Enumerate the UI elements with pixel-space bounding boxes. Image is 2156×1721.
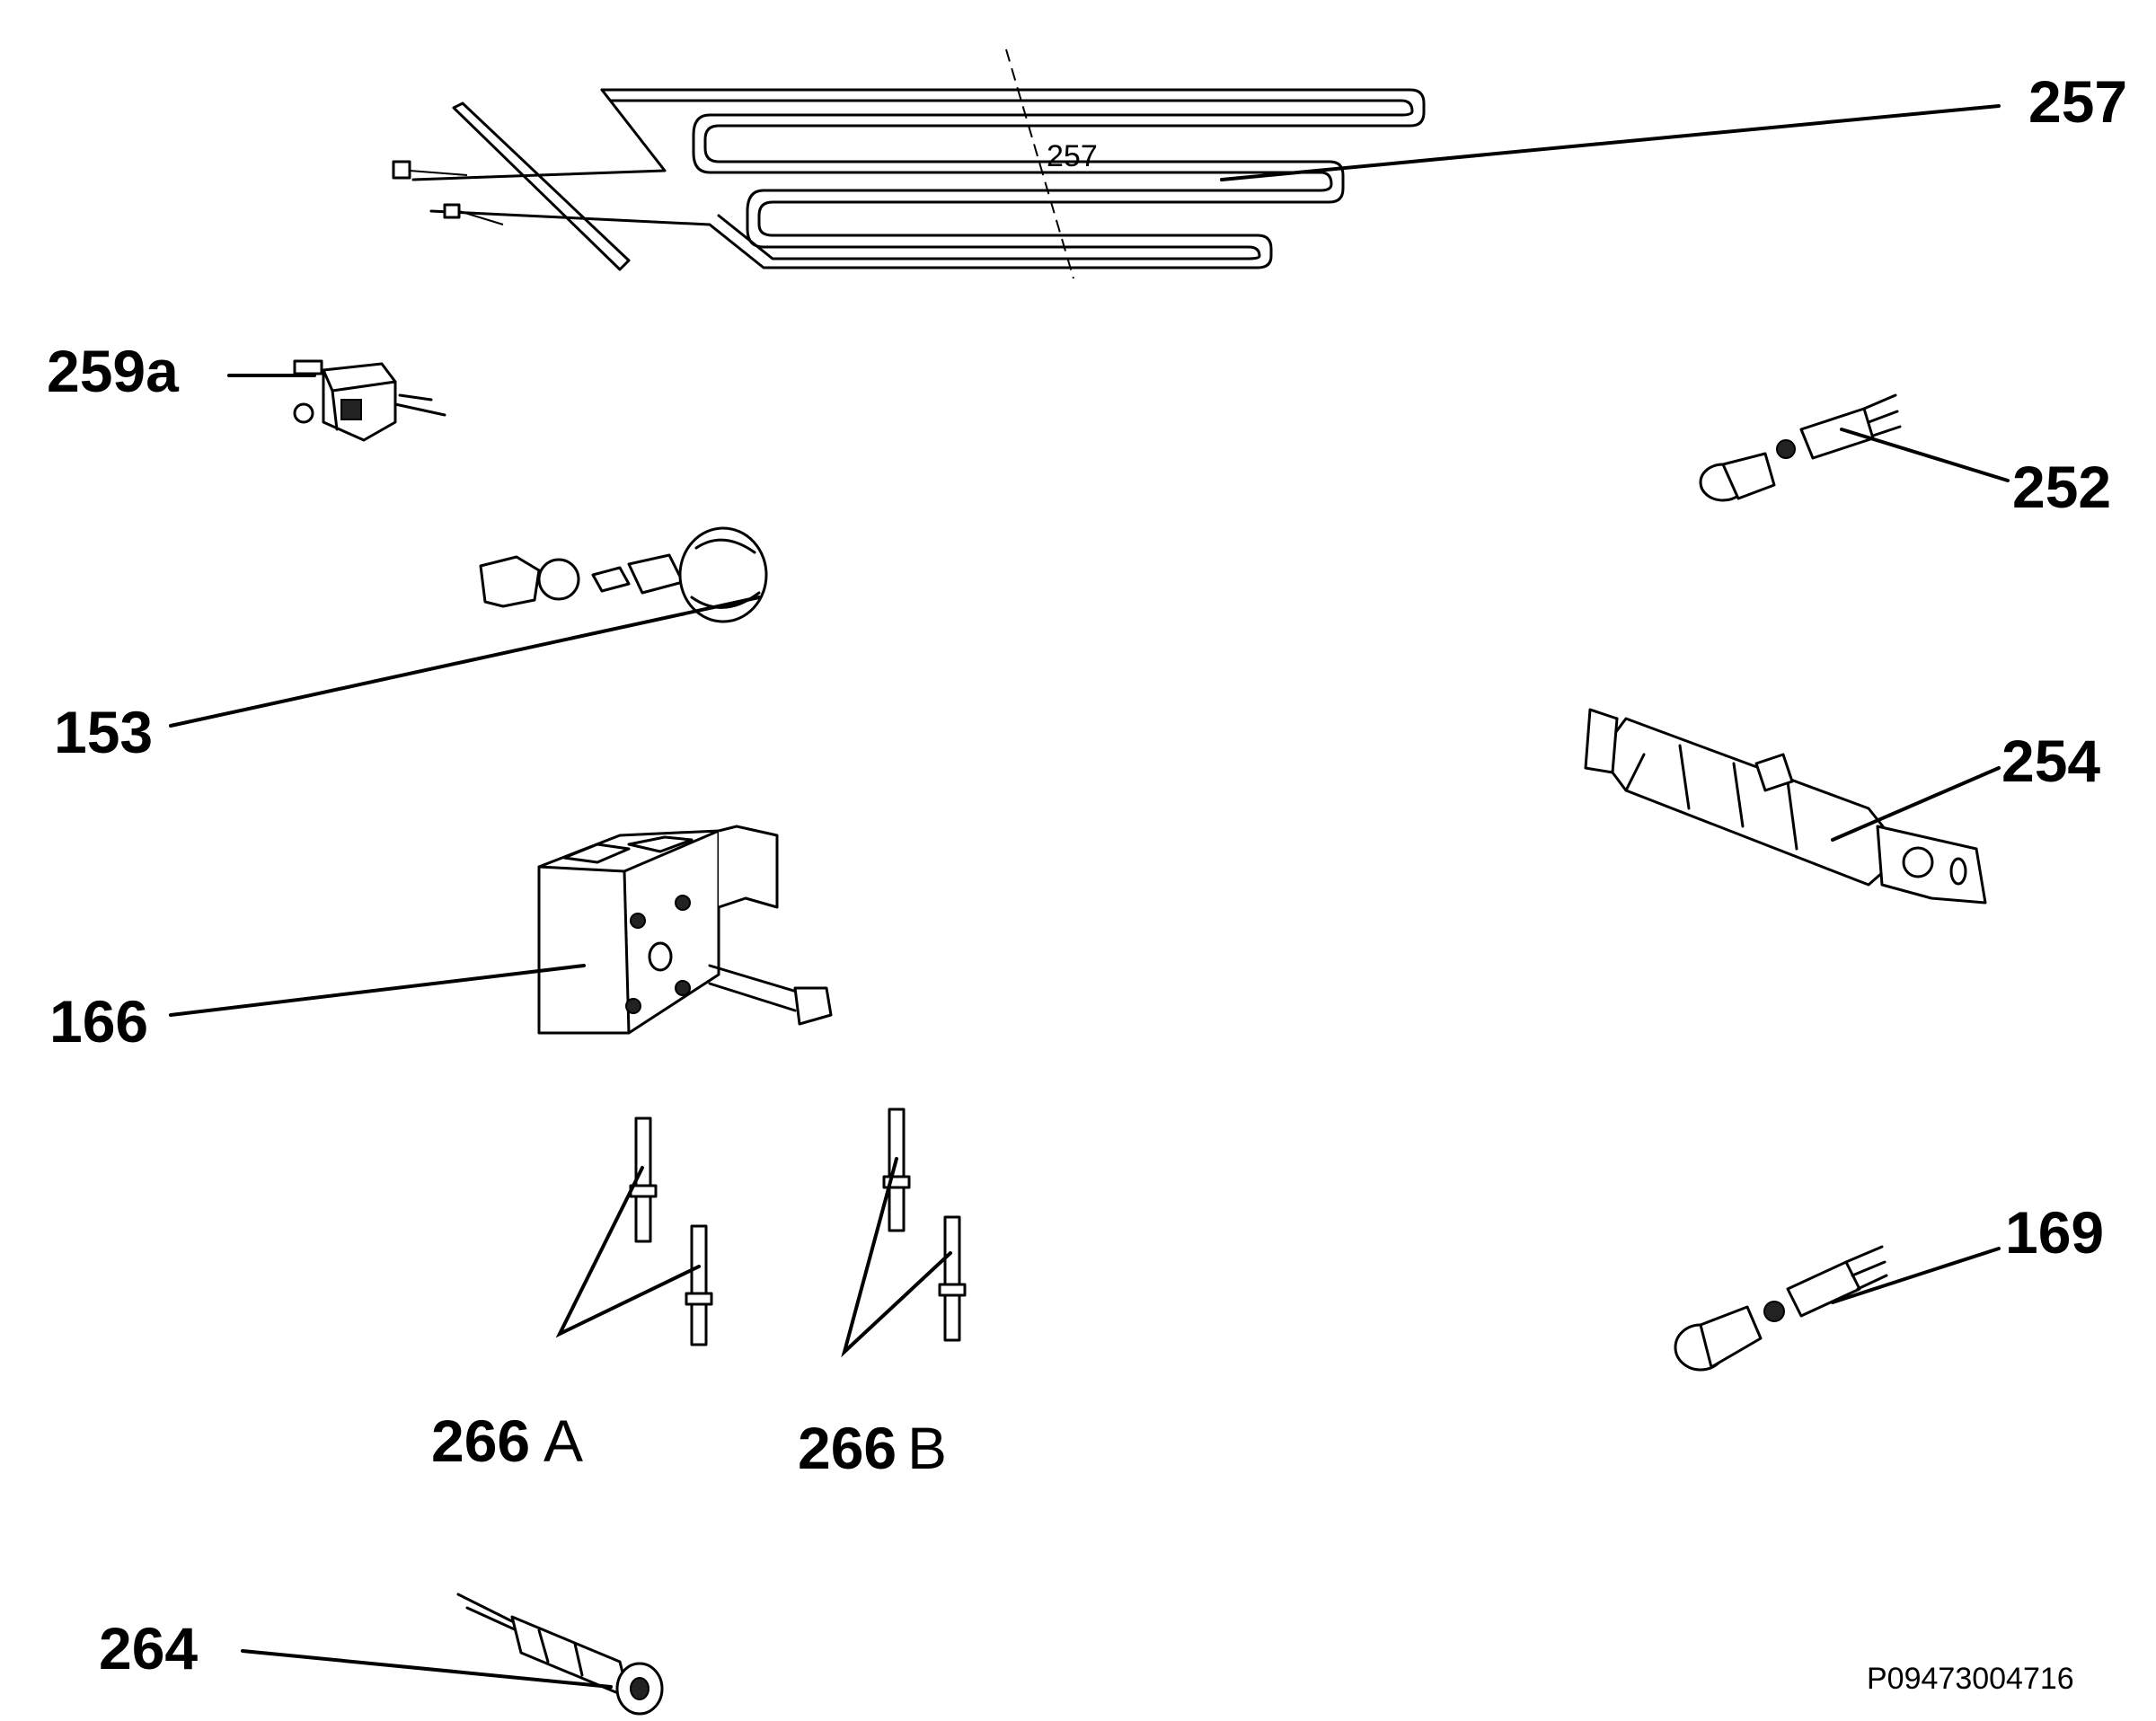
leader-153	[169, 596, 761, 728]
ignition-electrodes-266a	[629, 1116, 713, 1346]
callout-266a-suffix: A	[543, 1408, 583, 1474]
burner-tube-254	[1584, 708, 1987, 905]
lamp-holder-252	[1699, 393, 1902, 502]
leader-266a	[555, 1166, 701, 1338]
leader-264	[241, 1649, 613, 1689]
thermostat-259a	[293, 359, 446, 442]
callout-169: 169	[2005, 1199, 2104, 1266]
igniter-169	[1674, 1245, 1888, 1372]
control-knob-153	[479, 526, 768, 623]
callout-252: 252	[2012, 454, 2111, 520]
leader-254	[1831, 766, 2001, 842]
callout-266b-number: 266	[798, 1415, 897, 1481]
callout-257: 257	[2028, 68, 2127, 135]
leader-166	[169, 964, 586, 1017]
callout-264: 264	[99, 1615, 198, 1681]
terminal-block-166	[537, 825, 833, 1035]
ignition-electrodes-266b	[882, 1108, 967, 1342]
callout-266a-number: 266	[431, 1408, 530, 1474]
thermocouple-264	[456, 1593, 664, 1716]
callout-254: 254	[2001, 728, 2100, 794]
element-stamp: 257	[1047, 139, 1098, 173]
callout-153: 153	[54, 699, 153, 765]
callout-166: 166	[49, 988, 148, 1055]
callout-259a: 259a	[47, 338, 180, 404]
heating-element-257: 257	[392, 49, 1426, 279]
leader-257	[1220, 104, 2001, 181]
reference-code: P09473004716	[1867, 1662, 2074, 1696]
leader-266b	[841, 1157, 952, 1358]
leader-252	[1840, 428, 2010, 482]
leader-169	[1831, 1247, 2001, 1304]
callout-266b-suffix: B	[907, 1415, 947, 1481]
